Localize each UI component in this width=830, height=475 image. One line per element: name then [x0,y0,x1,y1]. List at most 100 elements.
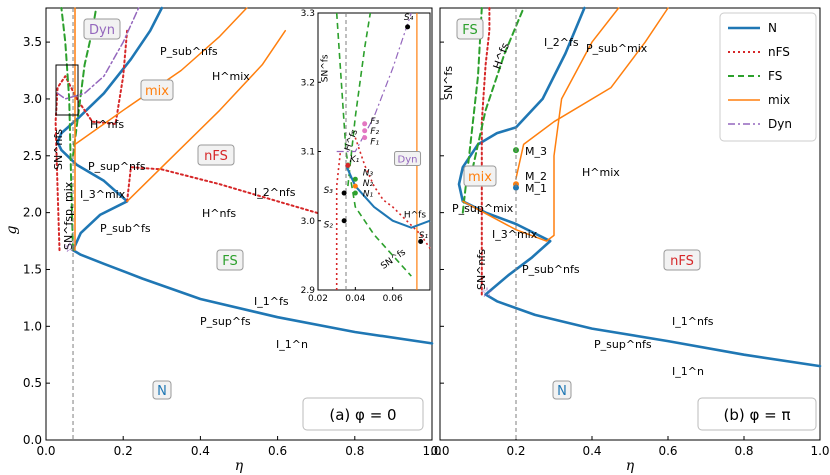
annot-I2-fs-b: I_2^fs [544,36,579,49]
series-line-fs [72,7,98,157]
legend-label-n: N [768,21,777,35]
inset-point-s_1 [418,239,424,245]
y-tick-label: 2.0 [23,206,42,220]
inset-point-s_3 [341,190,347,196]
series-line-mix [515,7,669,180]
annot-P-sub-fs-a: P_sub^fs [100,222,151,235]
annot-M1-b: M_1 [525,182,547,195]
series-line-n [56,6,164,252]
y-tick-label: 0.0 [23,433,42,447]
annot-M2-b: M_2 [525,170,547,183]
x-tick-label: 0.8 [345,444,364,458]
panel-a-frame [45,7,433,441]
panel-b-series [457,6,822,368]
svg-text:mix: mix [468,170,492,185]
svg-text:N: N [157,384,167,399]
inset-point-n_3 [352,176,358,182]
svg-text:mix: mix [145,84,169,99]
annot-M3-b: M_3 [525,145,547,158]
inset-point-label: N₃ [363,169,374,179]
x-tick-label: 0.8 [734,444,753,458]
annot-P-sup-mix-b: P_sup^mix [452,202,514,215]
inset-line-fs [335,12,412,277]
inset-point-label: N₁ [363,190,374,200]
annot-H-fs-b: H^fs [491,41,513,71]
series-line-n [457,6,586,296]
svg-text:nFS: nFS [670,254,694,269]
annot-H-mix-a: H^mix [212,70,250,83]
series-line-fs [60,7,74,252]
annot-P-sub-mix-b: P_sub^mix [586,42,648,55]
series-line-fs [469,7,525,180]
inset-point-n_2 [352,183,358,189]
inset-point-label: F₃ [370,117,379,127]
annot-SN-fs-b: SN^fs [442,66,455,100]
annot-P-sup-fs-a: P_sup^fs [200,315,251,328]
annot-I1-n-b: I_1^n [672,365,704,378]
y-tick-label: 3.5 [23,35,42,49]
inset-curve-label: H^fs [404,210,426,220]
series-line-nfs [480,7,491,296]
inset-y-tick-label: 3.2 [301,78,315,88]
inset-point-f_1 [362,135,368,141]
series-line-nfs [126,166,356,225]
series-line-mix [462,7,620,242]
legend-label-dyn: Dyn [768,117,792,131]
panel-a-series [54,6,434,345]
inset-points [341,24,424,245]
region-label-nFS-b: nFS [663,249,701,271]
region-label-mix-b: mix [463,165,497,187]
panel-a-x-axis-title: η [235,458,244,474]
inset-point-label: F₂ [370,127,379,137]
annot-H-nfs-a2: H^nfs [202,207,236,220]
x-tick-label: 1.0 [810,444,829,458]
region-label-FS-b: FS [456,18,484,40]
annot-SN-nfs-a: SN^nfs [52,129,65,170]
inset-y-tick-label: 3.3 [301,9,315,19]
annot-I3-mix-b: I_3^mix [492,228,538,241]
x-tick-label: 0.2 [506,444,525,458]
annot-I1-nfs-b: I_1^nfs [672,315,714,328]
panel-b-title-box: (b) φ = π [697,397,817,431]
inset-point-n_1 [352,190,358,196]
y-tick-label: 3.0 [23,92,42,106]
inset-point-f_2 [362,128,368,134]
svg-text:(a) φ = 0: (a) φ = 0 [329,406,396,424]
inset-y-tick-label: 2.9 [301,286,316,296]
legend-label-fs: FS [768,69,782,83]
panel-b-frame [439,7,821,441]
inset-x-tick-label: 0.02 [308,294,328,304]
svg-text:FS: FS [462,23,478,38]
inset-point-f_3 [362,121,368,127]
svg-text:(b) φ = π: (b) φ = π [723,406,790,424]
inset-x-tick-label: 0.04 [345,294,365,304]
svg-text:nFS: nFS [204,149,228,164]
panel-a-title-box: (a) φ = 0 [302,397,424,431]
zoom-box [55,64,79,116]
region-label-N-b: N [552,380,572,400]
annot-H-mix-b: H^mix [582,166,620,179]
annot-SN-nfs-b: SN^nfs [475,249,488,290]
inset-point-s_2 [341,218,347,224]
inset-point-label: F₁ [370,138,379,148]
region-label-mix-a: mix [140,79,174,101]
series-line-n [484,293,822,368]
point-m_1 [513,184,519,191]
annot-P-sub-nfs-a: P_sub^nfs [160,45,218,58]
series-line-dyn [56,7,140,100]
region-label-N-a: N [152,380,172,400]
inset-y-tick-label: 3.1 [301,148,315,158]
x-tick-label: 1.0 [422,444,441,458]
svg-text:N: N [557,384,567,399]
annot-I1-n-a: I_1^n [276,338,308,351]
x-tick-label: 0.0 [36,444,55,458]
legend-frame [719,12,817,142]
inset-point-label: S₁ [419,231,429,241]
inset-point-label: S₃ [324,186,334,196]
star-marker-b: ☆ [481,285,494,301]
